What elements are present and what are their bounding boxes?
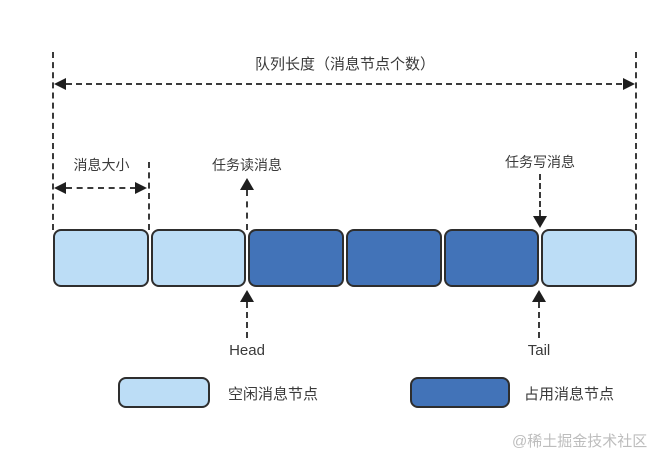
queue-block-6-free — [541, 229, 638, 287]
task-read-label: 任务读消息 — [212, 157, 282, 173]
head-pointer-line — [246, 302, 248, 338]
arrowhead-up-icon — [532, 290, 546, 302]
tail-label: Tail — [527, 342, 551, 359]
tail-pointer-line — [538, 302, 540, 338]
message-size-boundary-dashed-line — [148, 162, 150, 230]
arrowhead-left-icon — [54, 78, 66, 90]
queue-block-2-free — [150, 229, 247, 287]
queue-block-4-occupied — [346, 229, 442, 287]
legend-occupied-label: 占用消息节点 — [524, 386, 615, 403]
queue-length-label: 队列长度（消息节点个数） — [254, 56, 435, 73]
queue-blocks-row — [53, 229, 638, 287]
right-extent-dashed-line — [635, 52, 637, 230]
arrowhead-up-icon — [240, 178, 254, 190]
arrowhead-right-icon — [623, 78, 635, 90]
left-extent-dashed-line — [52, 52, 54, 230]
queue-block-5-occupied — [443, 229, 540, 287]
legend-free-label: 空闲消息节点 — [228, 386, 319, 403]
message-size-label: 消息大小 — [73, 157, 130, 173]
head-label: Head — [229, 342, 265, 359]
task-write-label: 任务写消息 — [505, 154, 575, 170]
task-write-arrow-line — [539, 174, 541, 216]
legend-free-swatch — [118, 377, 210, 408]
arrowhead-down-icon — [533, 216, 547, 228]
task-read-arrow-line — [246, 190, 248, 230]
arrowhead-up-icon — [240, 290, 254, 302]
arrowhead-left-icon — [54, 182, 66, 194]
queue-block-3-occupied — [248, 229, 345, 287]
arrowhead-right-icon — [135, 182, 147, 194]
queue-block-1-free — [53, 229, 149, 287]
watermark-text: @稀土掘金技术社区 — [512, 433, 648, 450]
legend-occupied-swatch — [410, 377, 510, 408]
queue-length-arrow-line — [66, 83, 622, 85]
message-size-arrow-line — [66, 187, 136, 189]
